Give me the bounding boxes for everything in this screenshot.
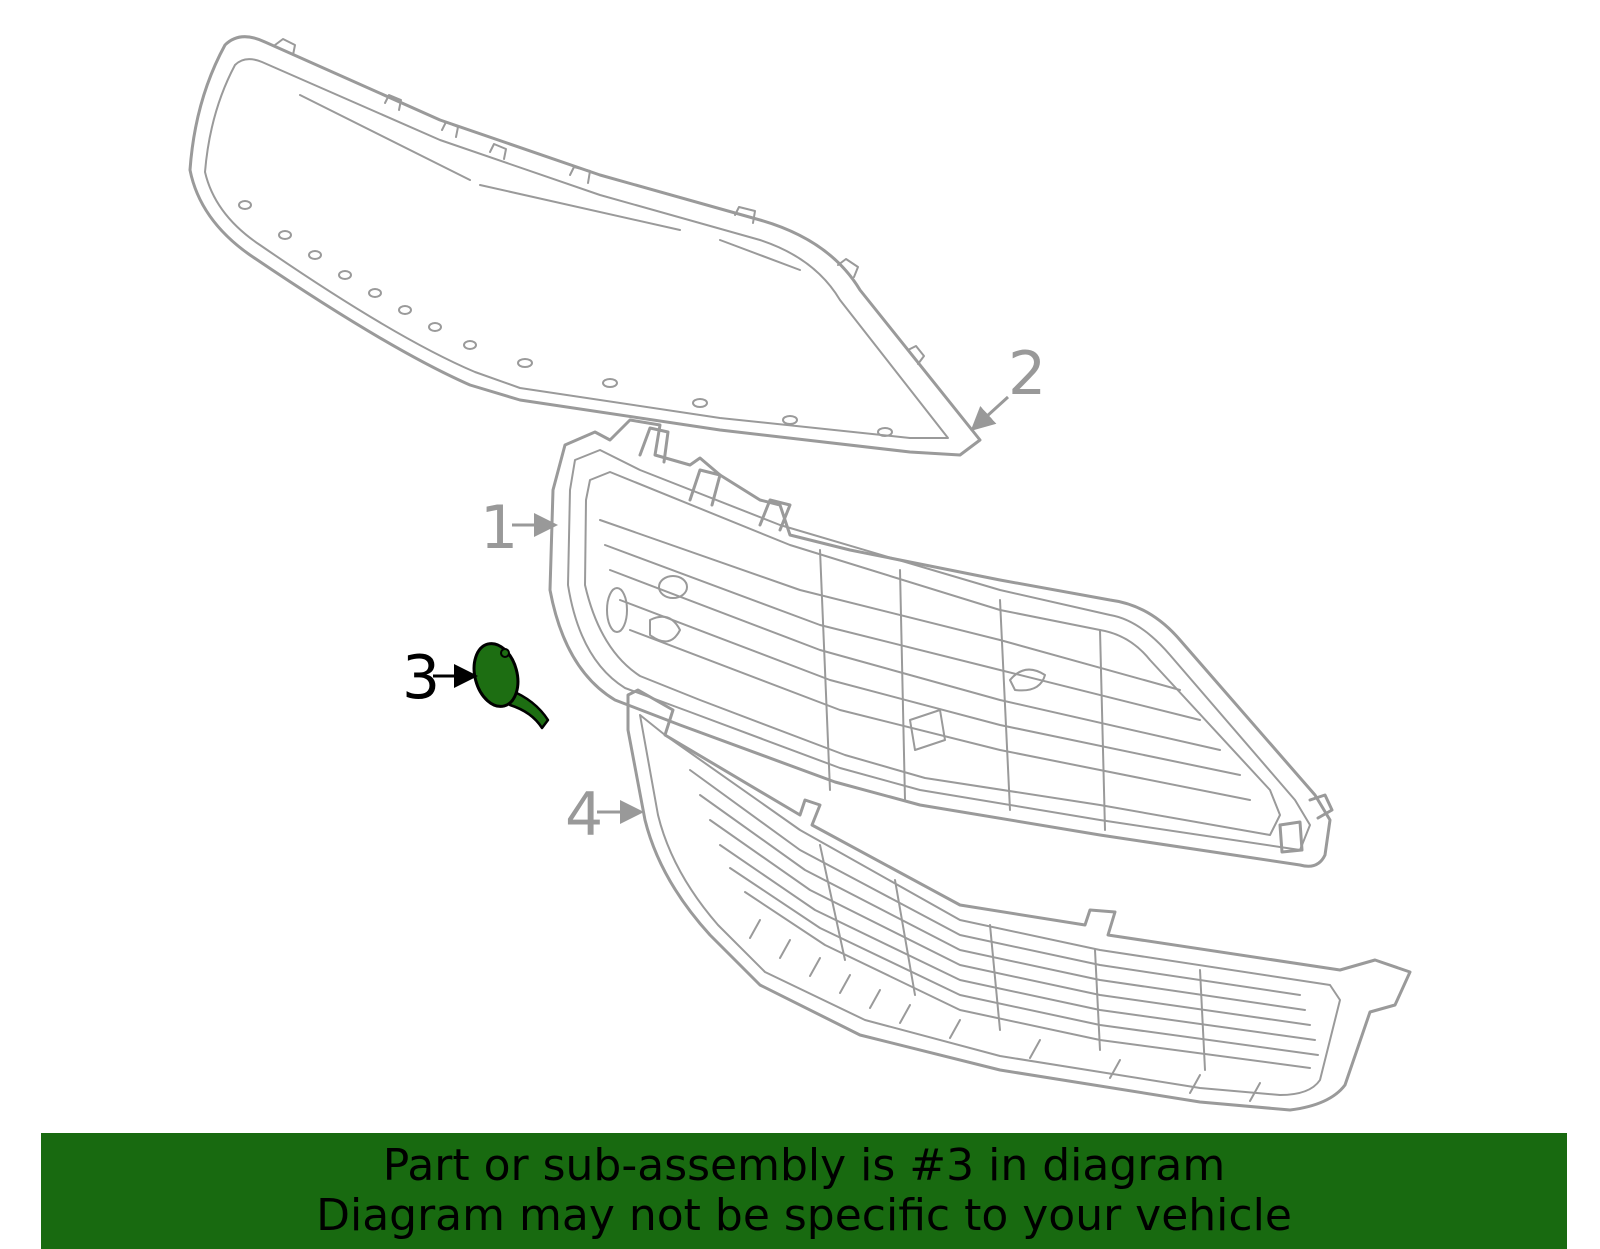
- info-banner: Part or sub-assembly is #3 in diagram Di…: [41, 1133, 1567, 1249]
- callout-2: 2: [1008, 339, 1046, 409]
- part-2-grille-molding: [188, 35, 982, 457]
- leader-line-2: [970, 395, 1010, 432]
- callout-4: 4: [565, 780, 603, 850]
- callout-1: 1: [480, 493, 518, 563]
- banner-line-1: Part or sub-assembly is #3 in diagram: [382, 1140, 1226, 1191]
- part-4-lower-grille: [626, 688, 1412, 1112]
- part-3-highlighted-cap: [472, 642, 550, 730]
- part-1-main-grille: [548, 418, 1334, 868]
- callout-3: 3: [402, 643, 440, 713]
- banner-line-2: Diagram may not be specific to your vehi…: [316, 1190, 1292, 1241]
